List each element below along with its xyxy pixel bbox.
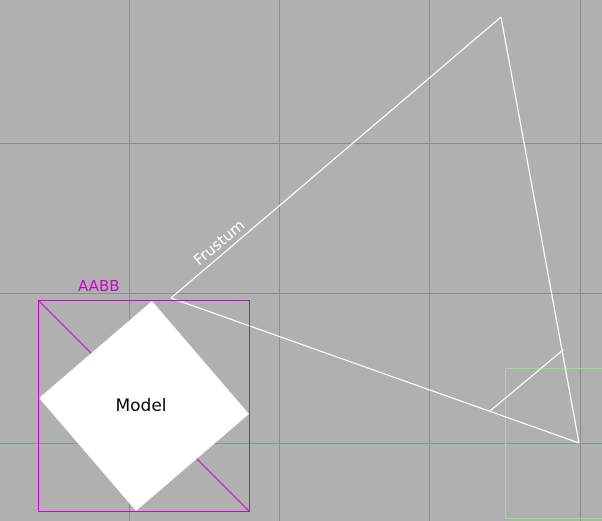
frustum-edge-bottom: [170, 297, 580, 444]
frustum-edge-right: [500, 16, 580, 444]
model-label: Model: [115, 396, 166, 416]
aabb-rect: [38, 300, 250, 512]
frustum: [170, 16, 580, 444]
frustum-edge-top: [170, 16, 502, 299]
model-shape: [39, 301, 249, 511]
green-box: [505, 368, 602, 519]
aabb-label: AABB: [78, 277, 120, 295]
frustum-near-plane: [489, 349, 564, 412]
